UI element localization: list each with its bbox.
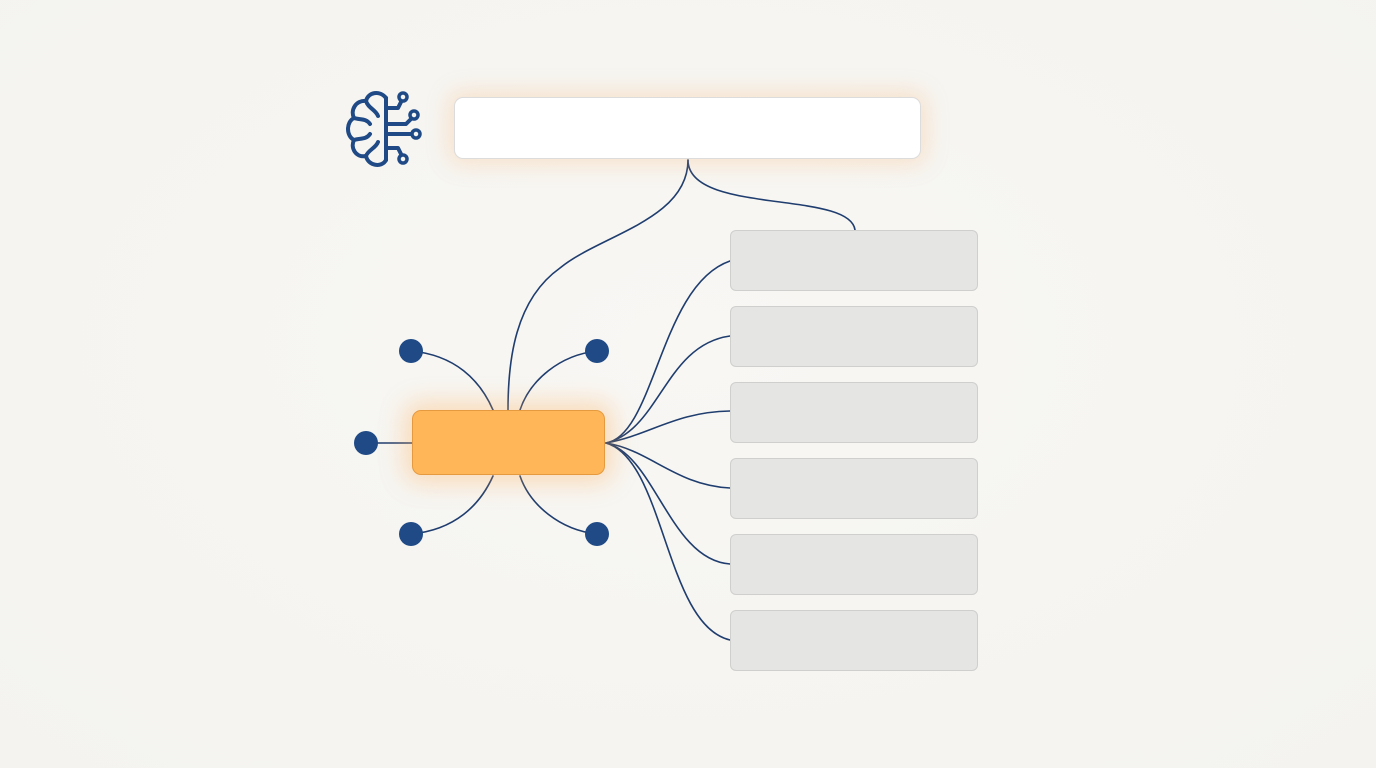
outer-node-left xyxy=(354,431,378,455)
outer-node-bottom-left xyxy=(399,522,423,546)
connector-title-to-center xyxy=(507,159,689,411)
center-node xyxy=(412,410,605,475)
connector-center-to-item-3 xyxy=(605,410,731,444)
connector-dot-top-right xyxy=(519,350,598,411)
connector-center-to-item-4 xyxy=(605,442,731,489)
connector-dot-bottom-left xyxy=(410,475,494,535)
list-item-1 xyxy=(730,230,978,291)
list-item-4 xyxy=(730,458,978,519)
connector-dot-top-left xyxy=(410,350,494,411)
list-item-3 xyxy=(730,382,978,443)
list-item-6 xyxy=(730,610,978,671)
title-box xyxy=(454,97,921,159)
connector-center-to-item-6 xyxy=(605,442,731,641)
connector-center-to-item-1 xyxy=(605,260,731,444)
outer-node-top-left xyxy=(399,339,423,363)
brain-circuit-icon xyxy=(346,91,422,167)
connector-dot-bottom-right xyxy=(519,475,598,535)
connector-center-to-item-5 xyxy=(605,442,731,565)
outer-node-top-right xyxy=(585,339,609,363)
connector-center-to-item-2 xyxy=(605,335,731,444)
connector-title-to-list xyxy=(687,159,856,231)
list-item-5 xyxy=(730,534,978,595)
outer-node-bottom-right xyxy=(585,522,609,546)
list-item-2 xyxy=(730,306,978,367)
